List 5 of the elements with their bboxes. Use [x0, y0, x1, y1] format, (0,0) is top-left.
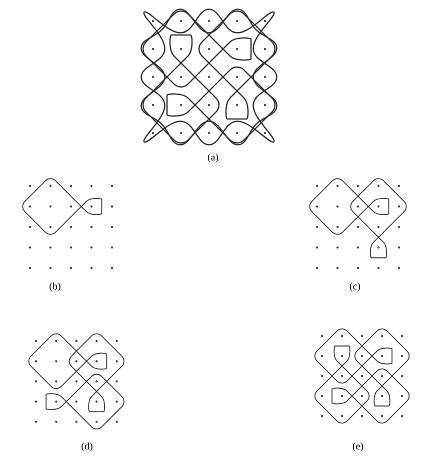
panel-label: (d)	[82, 442, 92, 452]
panel-label: (e)	[352, 442, 364, 452]
panel-label: (c)	[350, 282, 360, 292]
panel-label: (b)	[50, 282, 60, 292]
panel-label: (a)	[208, 153, 218, 163]
